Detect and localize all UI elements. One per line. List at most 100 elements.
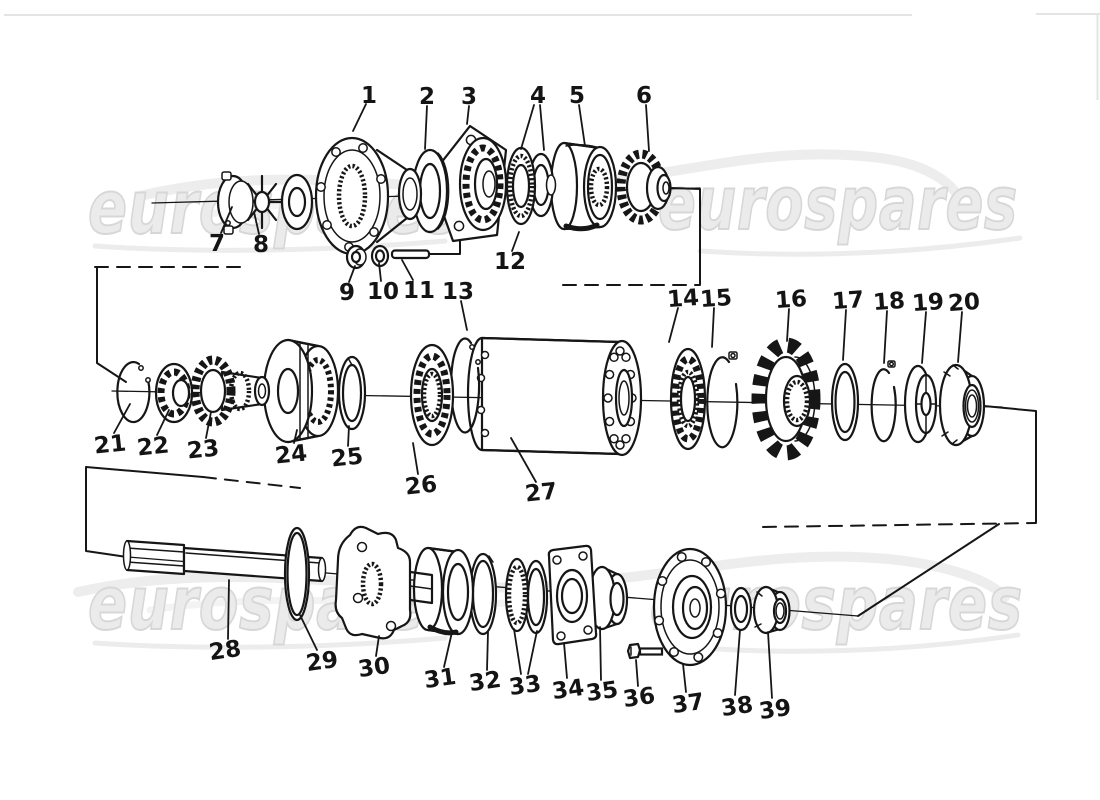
part-8-washer	[280, 173, 314, 231]
part-4-bearing-and-seal	[505, 146, 557, 226]
leader-line-7	[220, 206, 233, 234]
part-label-30[interactable]: 30	[356, 653, 391, 683]
part-label-11[interactable]: 11	[403, 278, 435, 304]
part-label-9[interactable]: 9	[339, 280, 355, 306]
leader-line-21	[113, 403, 131, 434]
part-label-32[interactable]: 32	[467, 667, 502, 697]
leader-line-3	[466, 105, 470, 125]
part-31-bearing	[412, 546, 475, 636]
leader-line-12	[511, 231, 520, 252]
part-25-bearing-race	[337, 355, 367, 431]
leader-line-6	[645, 104, 650, 152]
part-12-bearing-race	[473, 157, 499, 211]
leader-line-17	[842, 309, 847, 361]
part-label-19[interactable]: 19	[911, 289, 945, 317]
part-label-26[interactable]: 26	[404, 471, 439, 500]
part-label-10[interactable]: 10	[367, 279, 399, 305]
swoosh-underline-bottom-left	[92, 635, 448, 650]
part-label-1[interactable]: 1	[361, 83, 377, 109]
part-label-2[interactable]: 2	[419, 84, 435, 110]
part-16-helical-gear	[751, 337, 821, 461]
part-label-14[interactable]: 14	[666, 285, 700, 313]
part-38-washer	[729, 586, 753, 632]
part-label-7[interactable]: 7	[209, 231, 225, 257]
leader-line-37	[682, 663, 687, 693]
part-label-22[interactable]: 22	[136, 432, 171, 461]
part-26-roller-bearing	[409, 343, 455, 447]
leader-line-4	[539, 104, 545, 151]
part-label-12[interactable]: 12	[494, 249, 526, 275]
leader-line-5	[578, 104, 586, 147]
watermark-text: eurospares	[658, 161, 1018, 247]
part-6-gear	[616, 149, 672, 225]
part-label-39[interactable]: 39	[757, 695, 792, 725]
leader-line-22	[156, 409, 170, 436]
part-label-31[interactable]: 31	[422, 664, 457, 694]
part-label-35[interactable]: 35	[584, 677, 619, 707]
part-label-5[interactable]: 5	[569, 83, 585, 109]
part-label-21[interactable]: 21	[93, 430, 128, 459]
leader-line-28	[227, 579, 230, 640]
part-9-nut	[345, 244, 367, 270]
part-label-28[interactable]: 28	[207, 636, 242, 666]
part-label-23[interactable]: 23	[186, 435, 221, 464]
leader-line-33	[527, 630, 538, 675]
part-37-drive-flange	[652, 547, 728, 667]
part-label-6[interactable]: 6	[636, 83, 652, 109]
part-2-bearing-ring	[411, 148, 450, 234]
part-35-seal-ring	[587, 565, 629, 631]
leader-line-1	[352, 103, 367, 132]
row1-assembly	[216, 124, 672, 270]
part-14-bearing	[669, 347, 707, 451]
part-label-18[interactable]: 18	[872, 288, 906, 316]
part-30-carrier-housing	[334, 525, 412, 640]
part-label-24[interactable]: 24	[274, 440, 309, 469]
part-label-16[interactable]: 16	[774, 286, 808, 314]
part-27-housing-drum	[466, 336, 643, 457]
part-label-15[interactable]: 15	[699, 285, 733, 313]
part-label-25[interactable]: 25	[330, 443, 365, 472]
part-20-ring-nut	[938, 363, 986, 447]
row3-assembly	[122, 525, 791, 667]
leader-line-31	[443, 631, 453, 668]
leader-line-10	[378, 262, 382, 282]
part-label-37[interactable]: 37	[670, 689, 705, 719]
part-label-38[interactable]: 38	[719, 692, 754, 722]
leader-line-32	[486, 631, 489, 671]
leader-line-25	[347, 425, 350, 447]
part-label-17[interactable]: 17	[831, 287, 865, 315]
leader-line-2	[424, 105, 428, 150]
leader-line-15	[711, 307, 715, 348]
leader-line-30	[375, 635, 380, 657]
part-29-o-ring	[283, 526, 311, 622]
leader-line-26	[412, 442, 419, 475]
part-label-34[interactable]: 34	[550, 675, 585, 705]
part-label-33[interactable]: 33	[507, 671, 542, 701]
part-15-snap-ring	[706, 351, 739, 449]
part-label-20[interactable]: 20	[947, 289, 981, 317]
part-label-3[interactable]: 3	[461, 84, 477, 110]
part-17-thrust-ring	[830, 362, 860, 442]
leader-line-24	[293, 429, 298, 444]
leader-line-19	[921, 311, 927, 364]
part-18-snap-ring	[870, 360, 897, 443]
part-label-8[interactable]: 8	[253, 232, 269, 258]
part-39-castellated-nut	[752, 585, 791, 635]
leader-line-16	[786, 308, 790, 342]
part-label-4[interactable]: 4	[530, 83, 546, 109]
leader-line-13	[460, 300, 468, 331]
part-34-bearing-plate	[547, 544, 598, 646]
watermark-text: eurospares	[88, 165, 460, 251]
part-33-seal-rings	[504, 557, 549, 635]
leader-line-9	[348, 265, 356, 283]
part-label-29[interactable]: 29	[304, 647, 339, 677]
part-label-27[interactable]: 27	[524, 478, 559, 507]
part-22-taper-bearing	[154, 362, 194, 424]
swoosh-underline-top-right	[697, 235, 1023, 257]
swoosh-underline-bottom-right	[697, 632, 1021, 654]
part-label-36[interactable]: 36	[621, 683, 656, 713]
part-label-13[interactable]: 13	[442, 279, 474, 305]
